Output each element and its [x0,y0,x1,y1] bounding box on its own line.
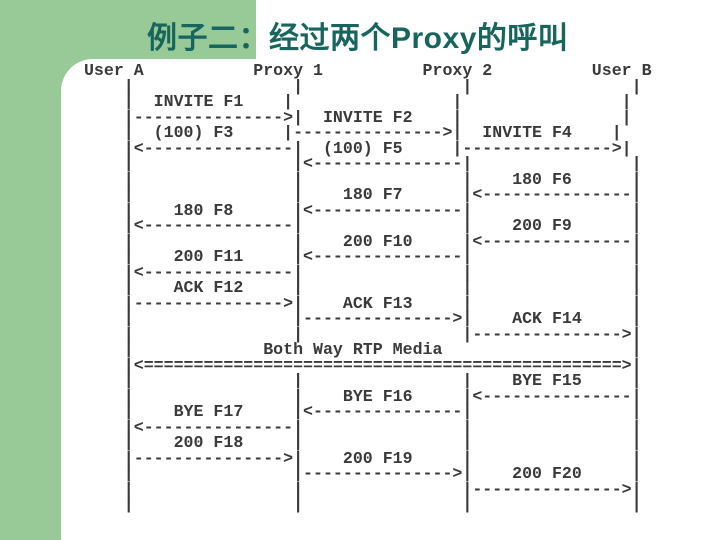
sip-call-flow-ascii-diagram: User A Proxy 1 Proxy 2 User B | | | | | … [83,61,652,514]
slide-title: 例子二：经过两个Proxy的呼叫 [147,22,569,55]
slide-content-panel [61,59,720,540]
